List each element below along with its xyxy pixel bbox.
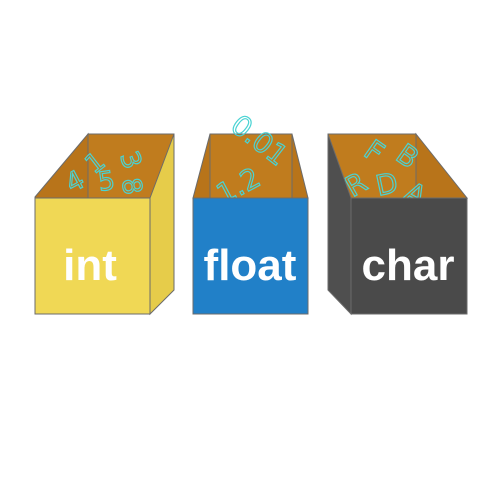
char-box: F B R D A char: [327, 133, 469, 316]
float-box-front: [192, 197, 309, 315]
char-box-label: char: [362, 241, 455, 290]
int-box-front: [34, 197, 151, 315]
float-box-interior-left: [192, 133, 211, 199]
char-box-front: [350, 197, 468, 315]
float-box-interior-right: [291, 133, 309, 199]
int-content-glyph: 5: [96, 166, 117, 198]
int-box-label: int: [63, 241, 117, 290]
float-box-label: float: [204, 241, 297, 290]
int-content-glyph: 8: [115, 176, 147, 198]
float-box: 0.01 1.2 float: [192, 107, 309, 315]
int-box: 1 4 5 3 8 int: [34, 132, 175, 316]
